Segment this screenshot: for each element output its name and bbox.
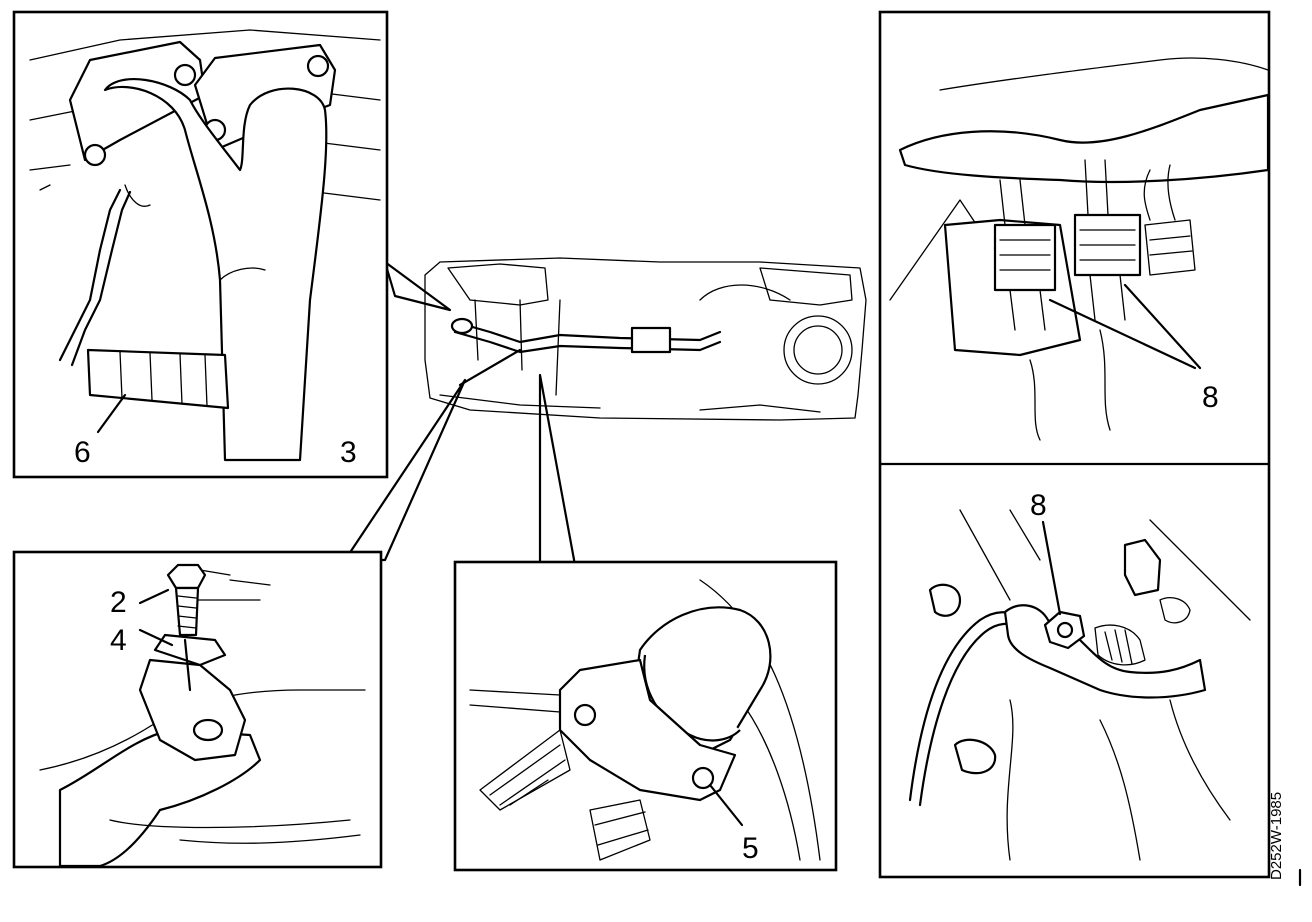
drawing-code: D252W-1985 [1268,792,1285,880]
callout-8-top: 8 [1202,381,1219,414]
panel-connectors [878,10,1271,879]
panel-manifold-sensor [12,10,389,479]
leader-4 [138,628,174,647]
panel-harness-ground [908,509,1251,861]
leader-5 [708,783,744,827]
callout-8-bottom: 8 [1030,489,1047,522]
callout-5: 5 [742,832,759,865]
vehicle-underside-overview [424,257,867,421]
leader-2 [138,588,170,605]
callout-4: 4 [110,624,127,657]
callout-3: 3 [340,436,357,469]
callout-6: 6 [74,436,91,469]
leader-6 [96,393,127,434]
callout-2: 2 [110,586,127,619]
leader-8-top-b [1123,283,1202,370]
panel-bolt-bracket [12,550,383,869]
leader-8-bottom [1041,520,1062,616]
leader-8-top-a [1048,298,1197,370]
panel-pipe-clamp [453,560,838,872]
